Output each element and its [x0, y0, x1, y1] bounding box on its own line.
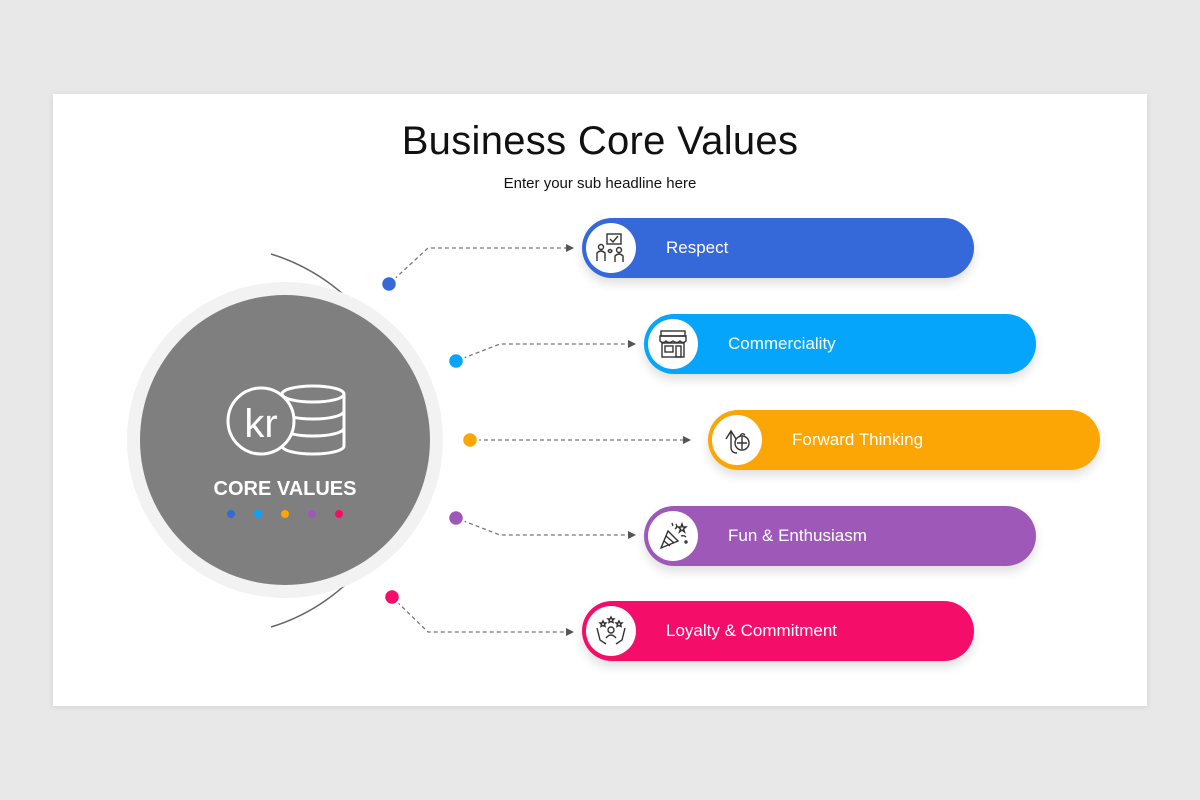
hands-heart-icon	[586, 606, 636, 656]
connector-2	[455, 340, 636, 362]
connector-5	[391, 596, 574, 636]
mind-arrow-icon	[712, 415, 762, 465]
legend-dot-purple	[308, 510, 316, 518]
arc-node-loyalty	[382, 587, 402, 607]
arc-node-forward-thinking	[460, 430, 480, 450]
arc-node-respect	[379, 274, 399, 294]
legend-dot-pink	[335, 510, 343, 518]
value-label: Fun & Enthusiasm	[728, 526, 867, 545]
value-pill-forward-thinking: Forward Thinking	[708, 410, 1100, 470]
legend-dot-blue	[227, 510, 235, 518]
value-pill-respect: Respect	[582, 218, 974, 278]
page-subtitle: Enter your sub headline here	[503, 175, 697, 192]
party-popper-icon	[648, 511, 698, 561]
coin-stack-icon	[226, 384, 346, 456]
connector-4	[455, 517, 636, 539]
value-label: Forward Thinking	[792, 430, 924, 449]
value-label: Loyalty & Commitment	[666, 621, 837, 640]
value-pill-commerciality: Commerciality	[644, 314, 1036, 374]
arc-node-fun-enthusiasm	[446, 508, 466, 528]
storefront-icon	[648, 319, 698, 369]
page-title: Business Core Values	[401, 119, 799, 163]
legend-dot-cyan	[254, 510, 262, 518]
value-pill-loyalty: Loyalty & Commitment	[582, 601, 974, 661]
arc-node-commerciality	[446, 351, 466, 371]
value-label: Commerciality	[728, 334, 836, 353]
legend-dot-orange	[281, 510, 289, 518]
people-board-icon	[586, 223, 636, 273]
center-logo-text: kr	[244, 402, 277, 446]
center-label: CORE VALUES	[213, 478, 357, 500]
value-label: Respect	[666, 238, 729, 257]
value-pill-fun-enthusiasm: Fun & Enthusiasm	[644, 506, 1036, 566]
connector-1	[388, 244, 574, 285]
